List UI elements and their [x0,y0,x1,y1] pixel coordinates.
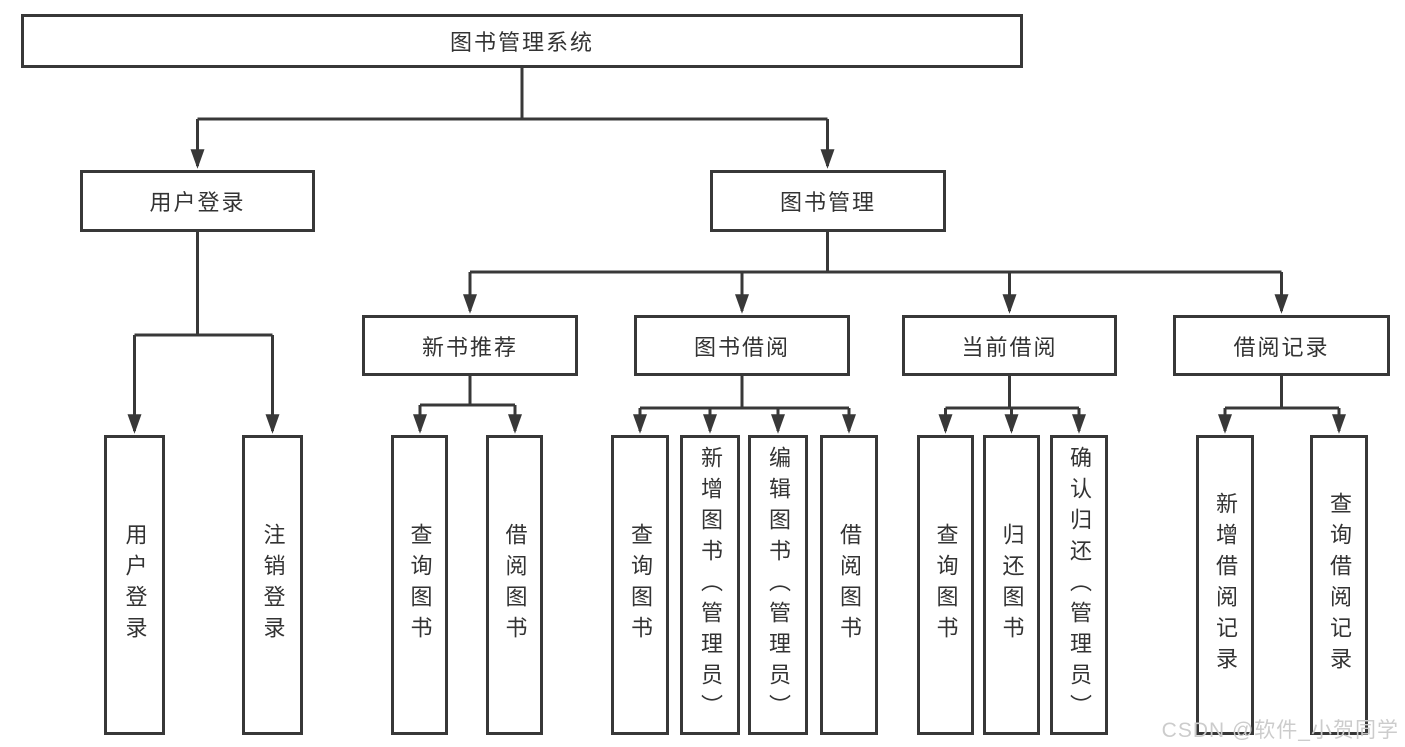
leaf-add-book-admin-label: 新增图书（管理员） [698,445,723,725]
leaf-confirm-return-admin: 确认归还（管理员） [1050,435,1108,735]
leaf-query-books-current-label: 查询图书 [933,523,959,647]
leaf-query-borrow-record: 查询借阅记录 [1310,435,1368,735]
leaf-add-book-admin: 新增图书（管理员） [680,435,740,735]
leaf-query-borrow-record-label: 查询借阅记录 [1327,492,1352,678]
leaf-edit-book-admin: 编辑图书（管理员） [748,435,808,735]
leaf-logout: 注销登录 [242,435,303,735]
node-book-borrow-label: 图书借阅 [693,334,790,360]
leaf-borrow-books-label: 借阅图书 [837,523,862,647]
leaf-add-borrow-record-label: 新增借阅记录 [1213,492,1238,678]
node-book-management-label: 图书管理 [779,190,876,215]
node-book-management: 图书管理 [710,170,946,232]
leaf-user-login: 用户登录 [104,435,165,735]
leaf-borrow-books-recommend-label: 借阅图书 [502,523,528,647]
leaf-query-books-recommend-label: 查询图书 [407,523,433,647]
leaf-return-books: 归还图书 [983,435,1040,735]
leaf-borrow-books-recommend: 借阅图书 [486,435,543,735]
leaf-query-books-borrow: 查询图书 [611,435,669,735]
leaf-query-books-current: 查询图书 [917,435,974,735]
node-current-borrow-label: 当前借阅 [961,334,1058,360]
leaf-edit-book-admin-label: 编辑图书（管理员） [766,445,791,725]
node-user-login: 用户登录 [80,170,315,232]
leaf-confirm-return-admin-label: 确认归还（管理员） [1067,445,1092,725]
leaf-borrow-books: 借阅图书 [820,435,878,735]
connector-arrows [127,119,1346,434]
csdn-watermark: CSDN @软件_小贺同学 [1161,719,1399,742]
node-new-book-recommend: 新书推荐 [362,315,578,376]
leaf-query-books-recommend: 查询图书 [391,435,448,735]
node-current-borrow: 当前借阅 [902,315,1117,376]
node-book-borrow: 图书借阅 [634,315,850,376]
node-root: 图书管理系统 [21,14,1023,68]
leaf-user-login-label: 用户登录 [122,523,148,647]
node-new-book-recommend-label: 新书推荐 [421,334,518,360]
leaf-add-borrow-record: 新增借阅记录 [1196,435,1254,735]
node-user-login-label: 用户登录 [149,190,246,215]
leaf-query-books-borrow-label: 查询图书 [628,523,653,647]
node-borrow-records-label: 借阅记录 [1233,334,1330,360]
leaf-return-books-label: 归还图书 [999,523,1025,647]
connector-rails [134,68,1339,410]
node-borrow-records: 借阅记录 [1173,315,1390,376]
leaf-logout-label: 注销登录 [260,523,286,647]
node-root-label: 图书管理系统 [449,30,594,55]
